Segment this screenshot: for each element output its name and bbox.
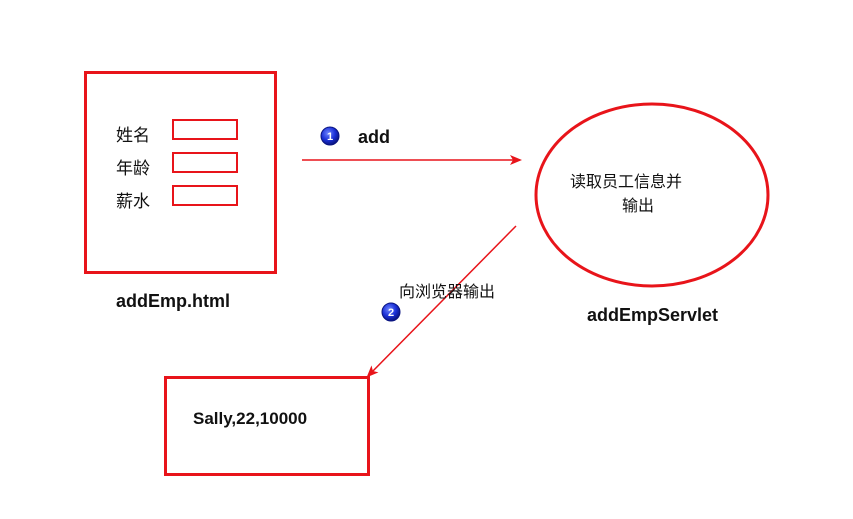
servlet-description-line-2: 输出 xyxy=(622,196,655,215)
age-field-label: 年龄 xyxy=(116,159,150,179)
salary-input[interactable] xyxy=(172,185,238,206)
form-page-caption: addEmp.html xyxy=(116,291,231,311)
servlet-caption: addEmpServlet xyxy=(587,305,719,325)
response-action-label: 向浏览器输出 xyxy=(399,282,496,301)
html-form-box xyxy=(84,71,277,274)
servlet-description-line-1: 读取员工信息并 xyxy=(570,172,683,191)
servlet-ellipse xyxy=(534,102,770,288)
name-input[interactable] xyxy=(172,119,238,140)
name-field-label: 姓名 xyxy=(116,126,150,146)
step-1-badge-number: 1 xyxy=(327,131,333,143)
age-input[interactable] xyxy=(172,152,238,173)
response-arrow xyxy=(366,225,517,378)
request-action-label: add xyxy=(358,127,391,147)
step-1-badge: 1 xyxy=(320,126,340,146)
browser-output-text: Sally,22,10000 xyxy=(193,409,308,428)
step-2-badge: 2 xyxy=(381,302,401,322)
browser-output-box xyxy=(164,376,370,476)
salary-field-label: 薪水 xyxy=(116,192,150,212)
step-2-badge-number: 2 xyxy=(388,307,394,319)
